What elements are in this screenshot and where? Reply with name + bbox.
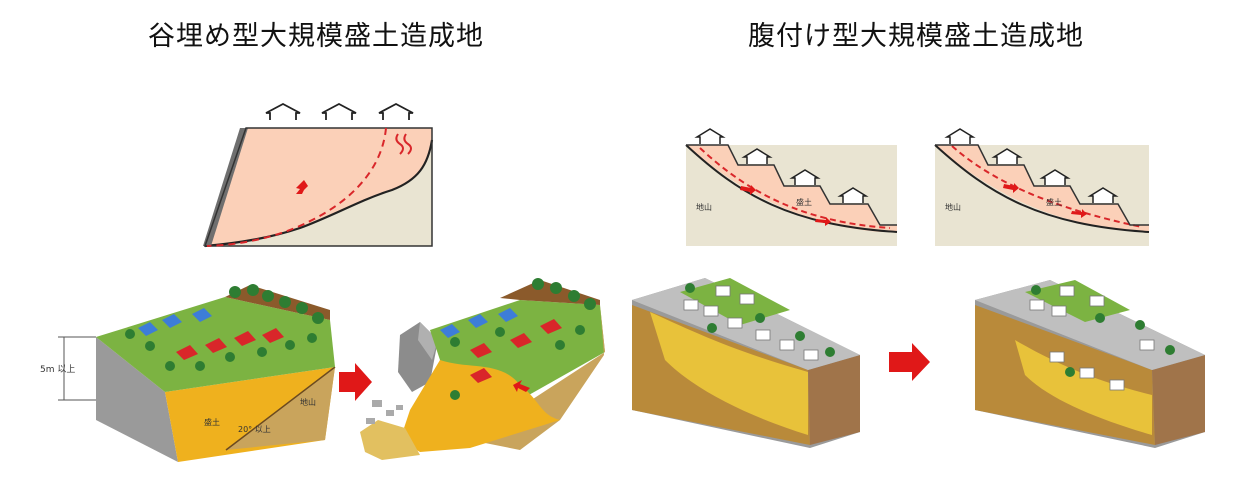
fill-area [935, 145, 1149, 232]
sidehill-cross-section-1: 地山 盛土 [685, 128, 898, 246]
slip-line [699, 147, 891, 229]
ground-label: 地山 [696, 202, 712, 212]
fill-boundary [685, 144, 898, 233]
section-frame [203, 127, 433, 247]
slid-fill [1015, 340, 1152, 435]
transition-arrow [339, 363, 372, 401]
fill-body [650, 312, 808, 435]
fill-boundary [225, 366, 336, 451]
house-icon [265, 102, 414, 120]
sidehill-fill-collapse-block [975, 280, 1205, 448]
tree-icon [450, 278, 596, 400]
slide-arrow [1003, 183, 1019, 193]
tree-icon [1031, 285, 1175, 377]
slide-arrow [513, 380, 530, 392]
house-icon [1029, 285, 1155, 391]
angle-label: 20° 以上 [238, 425, 271, 434]
crack-marks [395, 133, 412, 155]
valley-fill-3d-block: 5m 以上 盛土 地山 20° 以上 [40, 284, 336, 462]
house-icon [138, 308, 284, 360]
fill-boundary [934, 144, 1150, 233]
fill-label: 盛土 [796, 197, 812, 207]
slid-fill [400, 360, 560, 452]
sidehill-cross-section-2: 地山 盛土 [934, 128, 1150, 246]
slip-line [206, 127, 387, 247]
earth-side-face [808, 355, 860, 445]
slide-arrow [815, 217, 831, 226]
fill-label: 盛土 [204, 417, 220, 427]
house-icon [944, 128, 1119, 203]
tree-icon [685, 283, 835, 357]
grass-area [680, 278, 790, 325]
height-label: 5m 以上 [40, 364, 75, 375]
house-icon [694, 128, 869, 203]
debris-rocks [366, 400, 403, 424]
sidehill-fill-3d-block [632, 278, 860, 448]
house-icon [683, 285, 819, 361]
grass-area [1025, 280, 1130, 322]
ground-label: 地山 [945, 202, 961, 212]
house-icon [440, 308, 562, 383]
terrace-outline [686, 144, 897, 226]
fill-area [686, 145, 897, 232]
debris [360, 420, 420, 460]
transition-arrow [889, 343, 930, 381]
terrace-outline [935, 144, 1149, 226]
fill-area [205, 128, 432, 246]
slide-arrow [296, 180, 308, 194]
fill-label: 盛土 [1046, 197, 1062, 207]
slip-line [951, 145, 1143, 228]
tree-icon [125, 284, 324, 371]
earth-side-face [1152, 355, 1205, 445]
valley-fill-cross-section [203, 102, 434, 248]
valley-fill-collapse-block [360, 278, 605, 460]
valley-fill-title: 谷埋め型大規模盛土造成地 [148, 21, 484, 52]
sidehill-fill-title: 腹付け型大規模盛土造成地 [748, 21, 1084, 52]
slide-arrow [740, 185, 756, 195]
retaining-face [96, 337, 178, 462]
slide-arrow [1071, 209, 1087, 218]
ground-label: 地山 [300, 397, 316, 407]
